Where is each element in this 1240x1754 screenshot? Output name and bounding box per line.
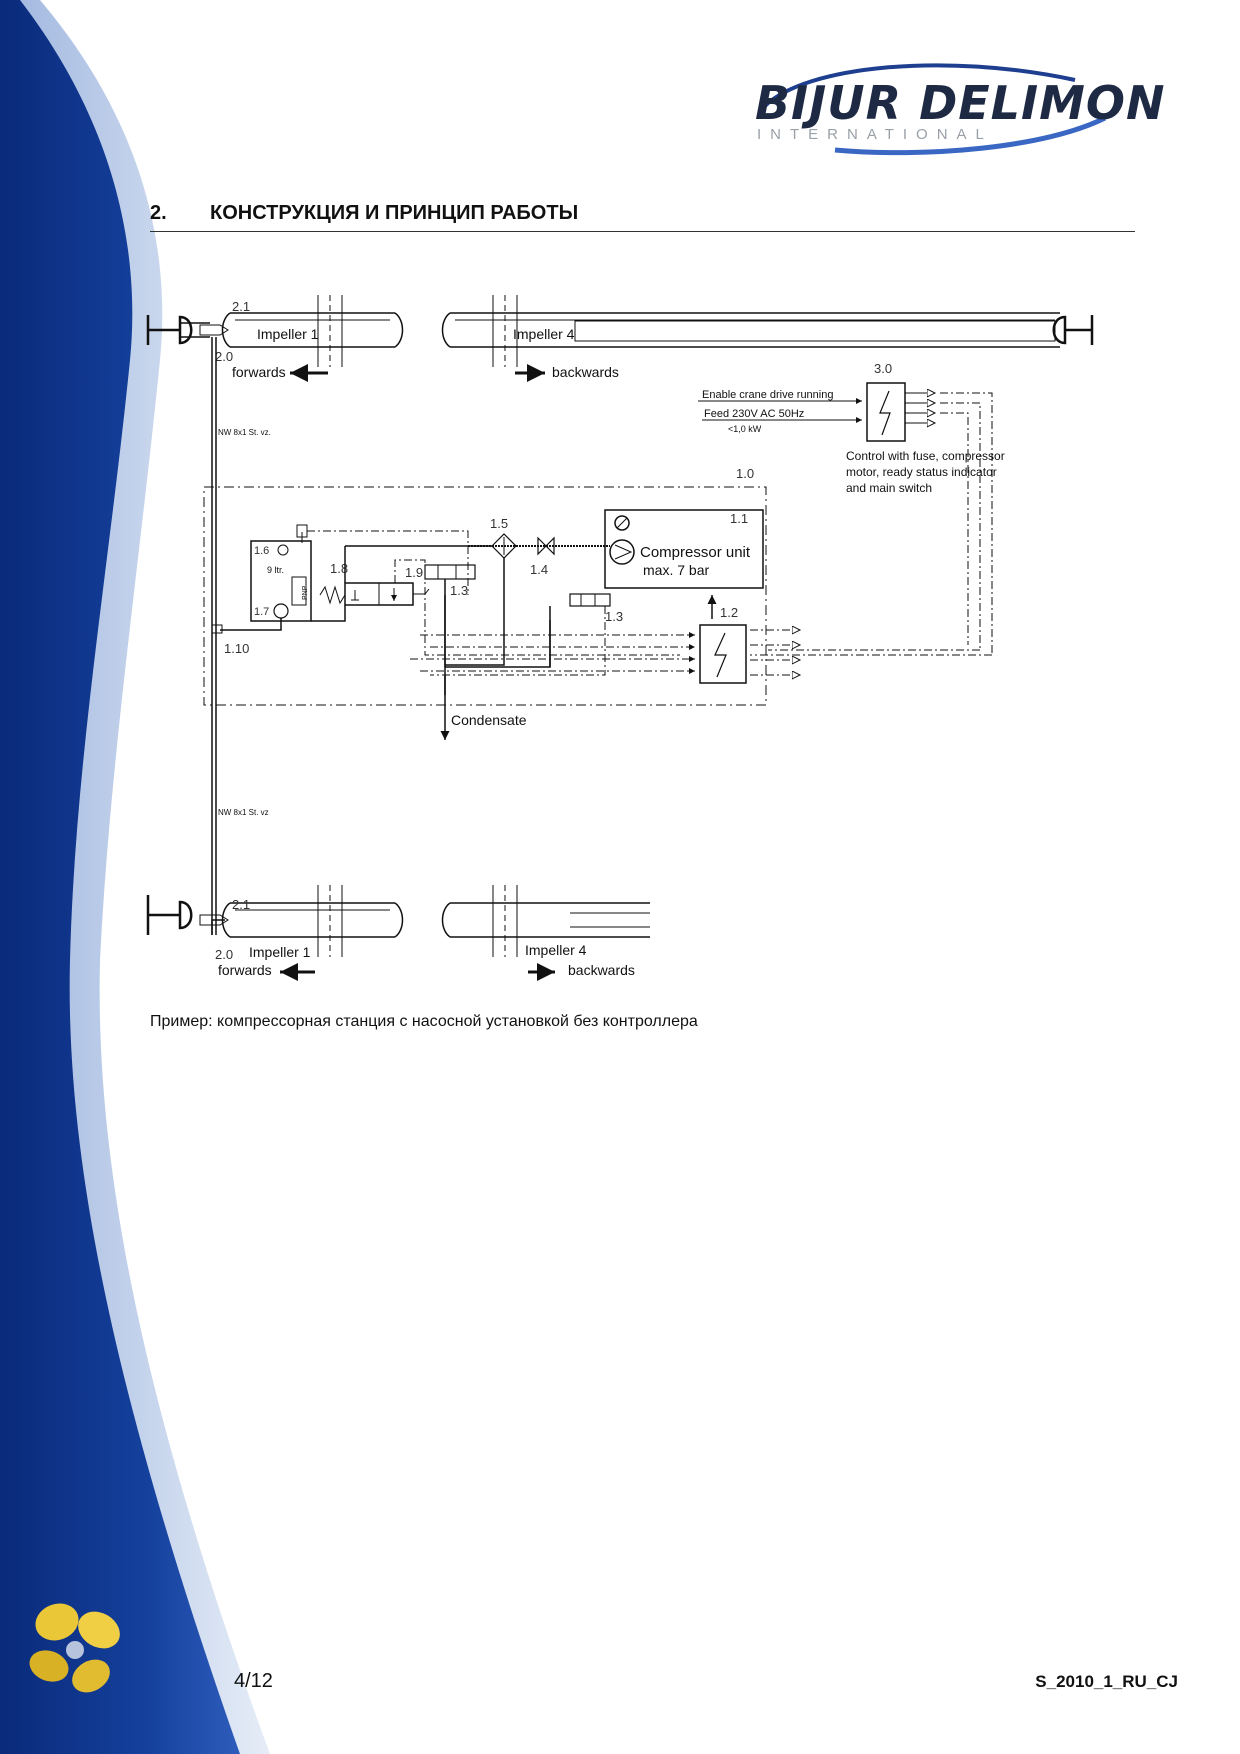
lubrication-schematic: 2.1 2.0 Impeller 1 Impeller 4 forwards b… bbox=[146, 295, 1094, 981]
compressor-icon bbox=[609, 539, 635, 565]
station-frame-1-0 bbox=[203, 486, 767, 706]
ref-2-0-top: 2.0 bbox=[215, 349, 233, 364]
ref-1-4: 1.4 bbox=[530, 562, 548, 577]
ref-1-8: 1.8 bbox=[330, 561, 348, 576]
control-box-3-0 bbox=[866, 382, 906, 442]
ref-2-1-top: 2.1 bbox=[232, 299, 250, 314]
control-box-1-2 bbox=[699, 624, 747, 684]
spring-icon bbox=[319, 585, 346, 605]
ref-1-5: 1.5 bbox=[490, 516, 508, 531]
control-1-2-io bbox=[410, 630, 992, 675]
pnp-sensor bbox=[291, 576, 307, 606]
compressor-label: Compressor unit bbox=[640, 544, 751, 561]
control-text-3: and main switch bbox=[846, 481, 932, 495]
impeller4-bottom-label: Impeller 4 bbox=[525, 942, 587, 958]
control-text-1: Control with fuse, compressor bbox=[846, 449, 1005, 463]
ref-1-1: 1.1 bbox=[730, 511, 748, 526]
pipe-label-top: NW 8x1 St. vz. bbox=[218, 428, 271, 437]
forwards-top-label: forwards bbox=[232, 364, 286, 380]
logo-swoosh-icon bbox=[763, 63, 1107, 156]
rail-bottom bbox=[146, 885, 650, 957]
logo-subtitle: INTERNATIONAL bbox=[757, 126, 993, 143]
ref-1-3-right: 1.3 bbox=[605, 609, 623, 624]
control-text-2: motor, ready status indicator bbox=[846, 465, 997, 479]
section-heading: 2. КОНСТРУКЦИЯ И ПРИНЦИП РАБОТЫ bbox=[150, 202, 578, 225]
backwards-bottom-label: backwards bbox=[568, 962, 635, 978]
solenoid-1-3-left bbox=[424, 564, 476, 580]
logo-name: BIJUR DELIMON bbox=[755, 76, 1166, 130]
check-valve-icon bbox=[537, 536, 555, 556]
lightning-icon-1-2 bbox=[714, 632, 727, 678]
pump-icon bbox=[273, 603, 289, 619]
heading-rule bbox=[150, 231, 1135, 232]
clover-logo-icon bbox=[29, 1603, 120, 1693]
ref-1-7: 1.7 bbox=[254, 606, 269, 618]
power-label: <1,0 kW bbox=[728, 424, 762, 434]
condensate-label: Condensate bbox=[451, 712, 527, 728]
control-outputs bbox=[905, 393, 993, 655]
gauge-icon bbox=[614, 515, 630, 531]
figure-caption: Пример: компрессорная станция с насосной… bbox=[150, 1013, 698, 1030]
solenoid-1-3-right bbox=[569, 593, 611, 607]
page-number: 4/12 bbox=[234, 1670, 273, 1692]
feed-label: Feed 230V AC 50Hz bbox=[704, 408, 804, 420]
ref-1-0: 1.0 bbox=[736, 466, 754, 481]
impeller1-top-label: Impeller 1 bbox=[257, 326, 319, 342]
section-title: КОНСТРУКЦИЯ И ПРИНЦИП РАБОТЫ bbox=[210, 202, 579, 224]
rail-top bbox=[146, 295, 1094, 367]
ref-2-0-bottom: 2.0 bbox=[215, 947, 233, 962]
bijur-delimon-logo: BIJUR DELIMON INTERNATIONAL bbox=[745, 58, 1165, 158]
tank-volume: 9 ltr. bbox=[267, 565, 284, 575]
section-number: 2. bbox=[150, 202, 167, 224]
ref-1-10: 1.10 bbox=[224, 641, 249, 656]
compressor-unit bbox=[604, 509, 764, 589]
ref-3-0: 3.0 bbox=[874, 361, 892, 376]
distributor-1-10 bbox=[211, 624, 223, 634]
backwards-top-label: backwards bbox=[552, 364, 619, 380]
filter-icon bbox=[491, 533, 517, 559]
enable-label: Enable crane drive running bbox=[702, 389, 833, 401]
impeller4-top-label: Impeller 4 bbox=[513, 326, 575, 342]
swoosh-dark-band bbox=[0, 0, 240, 1754]
impeller1-bottom-label: Impeller 1 bbox=[249, 944, 311, 960]
document-code: S_2010_1_RU_CJ bbox=[1035, 1672, 1178, 1691]
ref-2-1-bottom: 2.1 bbox=[232, 897, 250, 912]
pipe-label-bottom: NW 8x1 St. vz bbox=[218, 808, 269, 817]
ref-1-6: 1.6 bbox=[254, 545, 269, 557]
pressure-label: max. 7 bar bbox=[643, 562, 709, 578]
forwards-bottom-label: forwards bbox=[218, 962, 272, 978]
ref-1-9: 1.9 bbox=[405, 565, 423, 580]
ref-1-3-left: 1.3 bbox=[450, 583, 468, 598]
ref-1-2: 1.2 bbox=[720, 605, 738, 620]
lightning-icon bbox=[879, 390, 891, 436]
pnp-label: PNP bbox=[302, 585, 309, 600]
